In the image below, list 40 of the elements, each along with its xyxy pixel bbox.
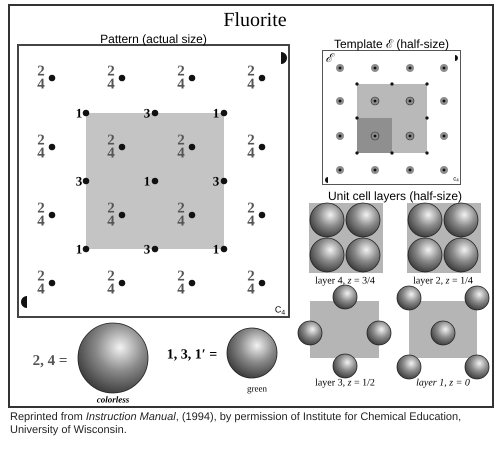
color-note: colorless	[96, 393, 130, 406]
layer-caption: layer 2, z = 1/4	[413, 274, 473, 288]
position-number: 1	[212, 104, 220, 122]
equation-label: 1, 3, 1′ =	[166, 346, 218, 364]
ion-label: 2 4	[107, 202, 115, 228]
ion-label: 2 4	[107, 270, 115, 296]
symmetry-label: C$_{4}$	[274, 303, 286, 317]
ion-label: 2 4	[107, 65, 115, 91]
panel-heading: Unit cell layers (half-size)	[328, 188, 462, 205]
ion-label: 2 4	[37, 270, 45, 296]
position-number: 3	[144, 104, 150, 122]
panel-heading: Template ℰ (half-size)	[334, 36, 450, 53]
caption: Reprinted from Instruction Manual, (1994), by permission of Institute for Chemical Education, University of Wisconsin.	[10, 411, 462, 437]
template-symbol: ℰ	[326, 49, 332, 67]
position-number: 1	[76, 240, 82, 258]
position-number: 3	[144, 240, 150, 258]
position-number: 3	[76, 172, 82, 190]
position-number: 3	[212, 172, 220, 190]
color-note: green	[247, 382, 267, 396]
position-number: 1	[212, 240, 220, 258]
position-number: 1	[144, 172, 150, 190]
ion-label: 2 4	[177, 134, 185, 160]
ion-label: 2 4	[247, 202, 255, 228]
ion-label: 2 4	[37, 202, 45, 228]
panel-heading: Pattern (actual size)	[100, 31, 207, 48]
ion-label: 2 4	[37, 65, 45, 91]
ion-label: 2 4	[37, 134, 45, 160]
title: Fluorite	[223, 8, 287, 33]
layer-caption: layer 3, z = 1/2	[315, 376, 375, 390]
ion-label: 2 4	[177, 202, 185, 228]
layer-caption: layer 1, z = 0	[416, 376, 470, 390]
ion-label: 2 4	[247, 65, 255, 91]
ion-label: 2 4	[107, 134, 115, 160]
ion-label: 2 4	[247, 134, 255, 160]
layer-caption: layer 4, z = 3/4	[315, 274, 375, 288]
equation-label: 2, 4 =	[32, 352, 68, 371]
ion-label: 2 4	[177, 270, 185, 296]
ion-label: 2 4	[177, 65, 185, 91]
position-number: 1	[76, 104, 82, 122]
ion-label: 2 4	[247, 270, 255, 296]
